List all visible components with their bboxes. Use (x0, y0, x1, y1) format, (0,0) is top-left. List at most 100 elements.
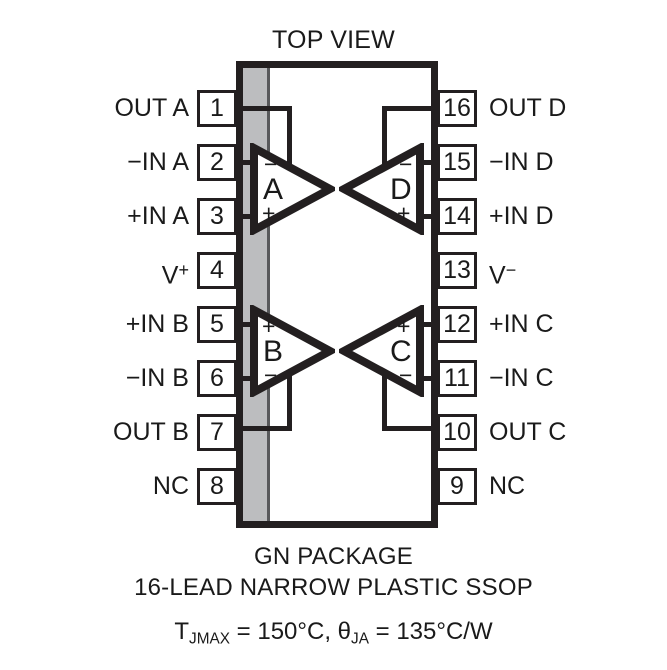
pin-box-9[interactable]: 9 (437, 468, 477, 505)
pin-label-out-b: OUT B (0, 414, 189, 451)
amplifier-c-noninverting-sign: + (397, 313, 411, 339)
tjmax-subscript: JMAX (189, 630, 230, 648)
theta-value: = 135°C/W (368, 618, 493, 645)
pin-box-6[interactable]: 6 (197, 360, 237, 397)
pin-label-in-a-plus: +IN A (0, 198, 189, 235)
amplifier-a-label: A (263, 173, 284, 206)
pin-label-vplus-sup: + (178, 260, 189, 280)
pin1-marker-band-edge (267, 68, 270, 521)
wire-in-b-minus (243, 376, 257, 381)
wire-out-c-horizontal (382, 426, 431, 431)
pin-label-in-a-plus-text: +IN A (127, 202, 189, 230)
pin-label-nc-8-text: NC (152, 472, 189, 500)
lead-pin-13 (431, 268, 441, 273)
pin-label-nc-9: NC (489, 468, 667, 505)
pin-box-10[interactable]: 10 (437, 414, 477, 451)
wire-in-a-minus (243, 160, 257, 165)
pin-label-in-c-minus: −IN C (489, 360, 667, 397)
pin-label-vplus: V+ (0, 252, 189, 295)
pin-box-3[interactable]: 3 (197, 198, 237, 235)
wire-in-a-plus (243, 214, 257, 219)
lead-pin-3 (233, 214, 243, 219)
amplifier-d: D − + (339, 143, 425, 235)
amplifier-a-inverting-sign: − (264, 151, 278, 177)
lead-pin-4 (233, 268, 243, 273)
amplifier-c-label: C (390, 335, 412, 368)
pin-label-in-b-minus-text: −IN B (125, 364, 189, 392)
pin-box-7[interactable]: 7 (197, 414, 237, 451)
lead-pin-14 (431, 214, 441, 219)
pin-label-vminus-sup: − (505, 260, 517, 280)
lead-pin-10 (431, 426, 441, 431)
pin-box-15[interactable]: 15 (437, 144, 477, 181)
pin-box-8[interactable]: 8 (197, 468, 237, 505)
wire-out-b-horizontal (243, 426, 292, 431)
lead-pin-9 (431, 484, 441, 489)
pin-box-13[interactable]: 13 (437, 252, 477, 289)
lead-pin-12 (431, 322, 441, 327)
wire-out-d-horizontal (382, 106, 431, 111)
pin-label-out-c: OUT C (489, 414, 667, 451)
amplifier-c: C + − (339, 305, 425, 397)
pin-label-in-d-minus: −IN D (489, 144, 667, 181)
lead-pin-8 (233, 484, 243, 489)
pin-label-out-b-text: OUT B (113, 418, 189, 446)
pin-label-in-c-plus: +IN C (489, 306, 667, 343)
amplifier-a-noninverting-sign: + (262, 200, 276, 226)
pin1-marker-band (243, 68, 268, 521)
thermal-spec-caption: TJMAX = 150°C, θJA = 135°C/W (0, 618, 667, 648)
pin-box-5[interactable]: 5 (197, 306, 237, 343)
pin-box-11[interactable]: 11 (437, 360, 477, 397)
pin-label-nc-9-text: NC (489, 472, 526, 500)
pin-label-nc-8: NC (0, 468, 189, 505)
pin-box-14[interactable]: 14 (437, 198, 477, 235)
lead-pin-7 (233, 426, 243, 431)
pin-label-out-a-text: OUT A (114, 94, 189, 122)
pin-label-out-a: OUT A (0, 90, 189, 127)
tjmax-symbol: T (174, 618, 190, 645)
amplifier-b-label: B (263, 335, 284, 368)
pin-label-in-b-plus: +IN B (0, 306, 189, 343)
lead-pin-6 (233, 376, 243, 381)
lead-pin-16 (431, 106, 441, 111)
theta-symbol: θ (337, 618, 352, 645)
pin-label-vminus: V− (489, 252, 667, 295)
pin-label-in-b-minus: −IN B (0, 360, 189, 397)
amplifier-d-inverting-sign: − (399, 151, 413, 177)
package-description-caption: 16-LEAD NARROW PLASTIC SSOP (134, 574, 533, 601)
lead-pin-5 (233, 322, 243, 327)
pin-box-1[interactable]: 1 (197, 90, 237, 127)
wire-out-d-vertical (382, 106, 387, 190)
pin-label-in-c-minus-text: −IN C (489, 364, 554, 392)
lead-pin-11 (431, 376, 441, 381)
amplifier-c-inverting-sign: − (399, 362, 413, 388)
pin-label-in-d-plus: +IN D (489, 198, 667, 235)
pin-label-in-d-plus-text: +IN D (489, 202, 554, 230)
wire-out-a-vertical (287, 106, 292, 190)
pin-label-vminus-text: V (489, 261, 506, 290)
pin-box-16[interactable]: 16 (437, 90, 477, 127)
amplifier-a: A − + (249, 143, 335, 235)
package-name-caption: GN PACKAGE (254, 543, 413, 570)
pin-label-in-b-plus-text: +IN B (125, 310, 189, 338)
top-view-title: TOP VIEW (272, 26, 395, 54)
pin-label-in-c-plus-text: +IN C (489, 310, 554, 338)
pin-label-out-c-text: OUT C (489, 418, 567, 446)
theta-subscript: JA (351, 630, 369, 648)
wire-out-a-horizontal (243, 106, 292, 111)
wire-out-b-vertical (287, 345, 292, 431)
pin-box-2[interactable]: 2 (197, 144, 237, 181)
amplifier-b-noninverting-sign: + (262, 313, 276, 339)
lead-pin-1 (233, 106, 243, 111)
pin-box-12[interactable]: 12 (437, 306, 477, 343)
pin-label-in-a-minus-text: −IN A (127, 148, 189, 176)
lead-pin-15 (431, 160, 441, 165)
pin-box-4[interactable]: 4 (197, 252, 237, 289)
pin-label-out-d: OUT D (489, 90, 667, 127)
amplifier-d-noninverting-sign: + (397, 200, 411, 226)
wire-out-c-vertical (382, 345, 387, 431)
pin-label-out-d-text: OUT D (489, 94, 567, 122)
pin-label-vplus-text: V (161, 261, 179, 290)
tjmax-value: = 150°C, (230, 618, 338, 645)
